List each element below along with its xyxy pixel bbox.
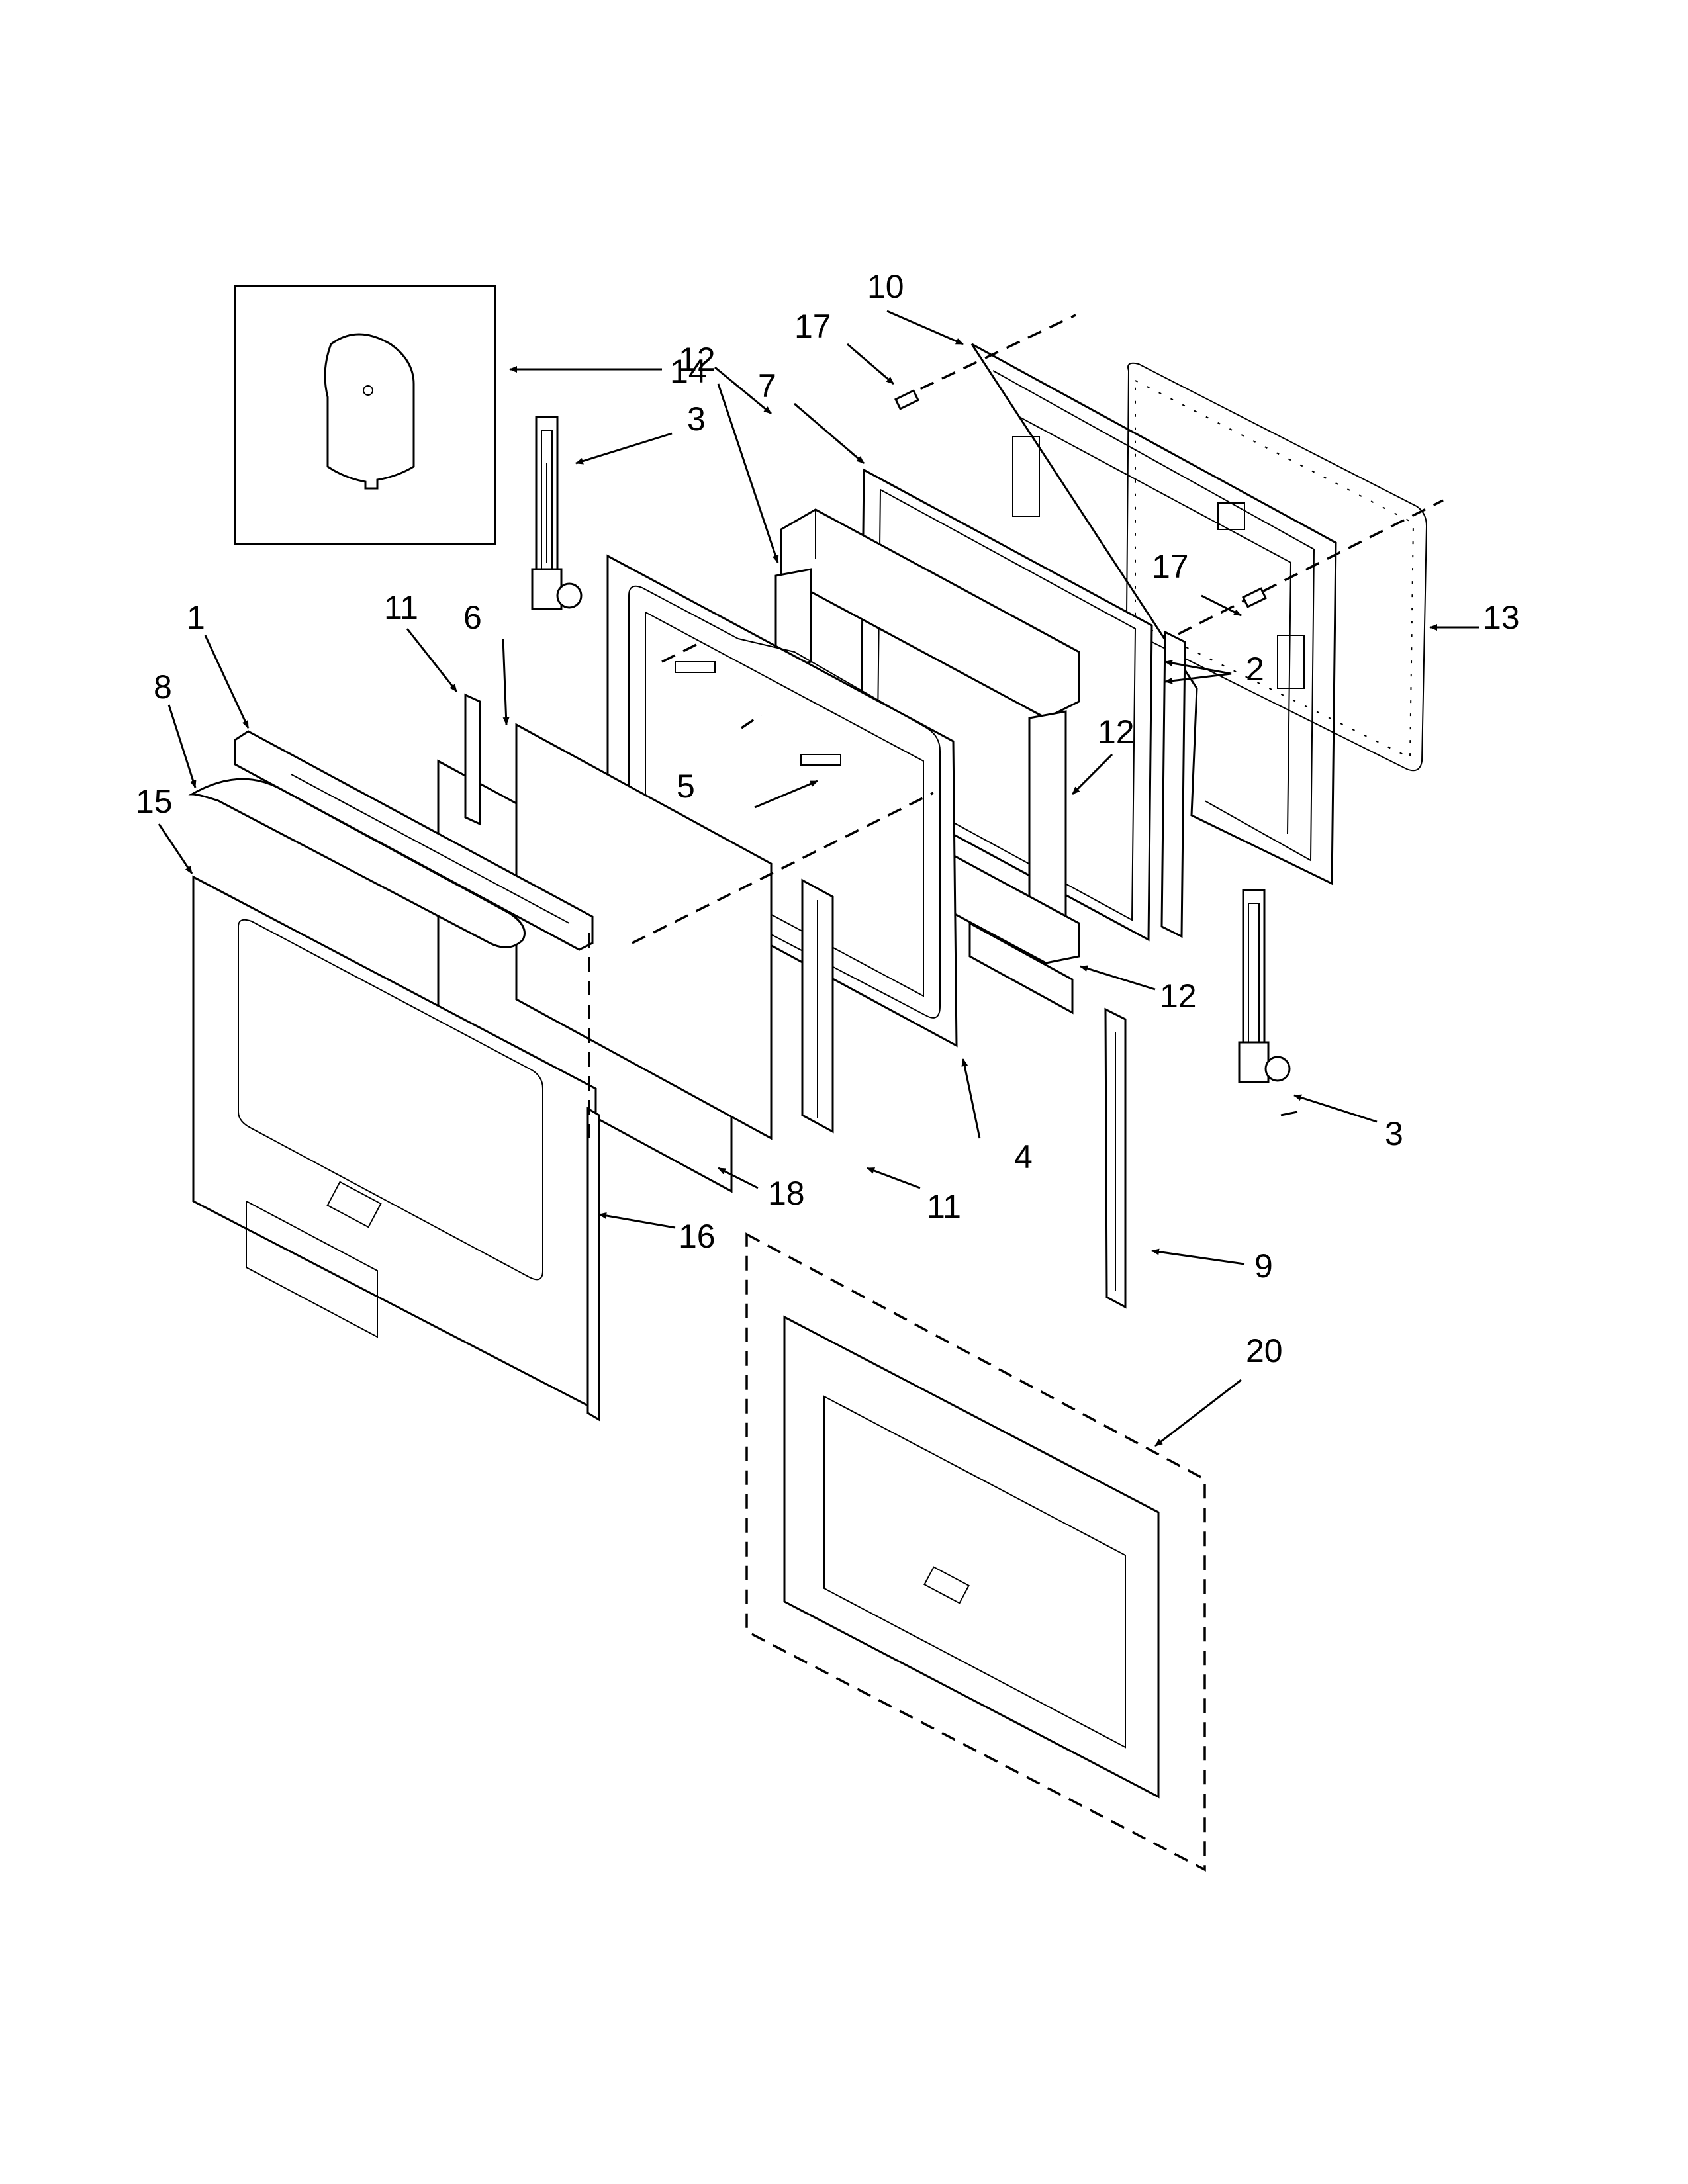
callout-6: 6 (463, 599, 482, 636)
hinge-upper-left (531, 416, 583, 610)
callout-8: 8 (154, 668, 172, 705)
callout-11-left: 11 (384, 589, 418, 626)
callout-12-lower: 12 (1160, 978, 1197, 1015)
pin-lower (1242, 587, 1267, 608)
inner-glass (437, 723, 773, 1193)
door-handle-assembly (188, 730, 594, 951)
callout-20: 20 (1246, 1332, 1283, 1369)
callout-15: 15 (136, 783, 173, 820)
assembly-lines (588, 314, 1444, 1145)
callout-17-lower: 17 (1152, 548, 1189, 585)
door-inner-panel (606, 554, 958, 1048)
inner-door-liner (970, 343, 1337, 886)
callout-12-upper: 12 (679, 341, 716, 378)
hinge-slot-cover-inset (234, 285, 496, 545)
callout-1: 1 (187, 599, 205, 636)
callout-12-middle: 12 (1098, 713, 1135, 751)
callout-7: 7 (758, 367, 776, 404)
outer-door-panel (192, 875, 597, 1412)
optional-door-panel (783, 1315, 1160, 1799)
hinge-lower-right (1238, 889, 1291, 1083)
glass-retainer-right (801, 878, 834, 1134)
callout-9: 9 (1254, 1248, 1273, 1285)
callout-4: 4 (1014, 1138, 1033, 1175)
leader-lines (158, 310, 1479, 1447)
callout-11-right: 11 (927, 1188, 961, 1225)
callout-3-upper: 3 (687, 400, 706, 437)
callout-17-upper: 17 (794, 308, 831, 345)
callout-16: 16 (679, 1218, 716, 1255)
callout-13: 13 (1483, 599, 1520, 636)
callout-5: 5 (677, 768, 695, 805)
callout-14: 14 (670, 353, 707, 390)
callout-10: 10 (867, 268, 904, 305)
vent-strip (1104, 1007, 1127, 1309)
callout-18: 18 (768, 1175, 805, 1212)
callout-3-lower: 3 (1385, 1115, 1403, 1152)
door-side-trim (586, 1107, 600, 1422)
callout-2: 2 (1246, 651, 1264, 688)
callout-labels: 1 2 3 3 4 5 6 7 8 9 10 11 11 12 12 12 13… (136, 268, 1520, 1369)
optional-kit-box (745, 1232, 1206, 1872)
pin-upper (894, 389, 919, 410)
